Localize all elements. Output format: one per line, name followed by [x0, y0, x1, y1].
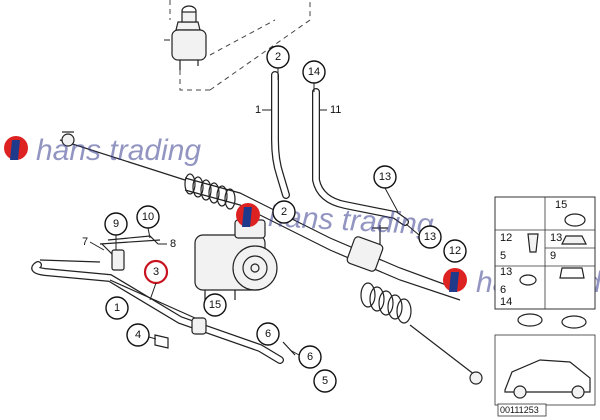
steering-rack-illustration — [59, 131, 483, 385]
oring-icon — [564, 213, 586, 227]
callout-13-right: 13 — [373, 165, 397, 189]
legend-5: 5 — [500, 250, 506, 262]
washer-icon — [519, 274, 537, 286]
callout-12: 12 — [443, 239, 467, 263]
svg-text:4: 4 — [135, 329, 141, 341]
vehicle-thumbnail — [494, 334, 596, 406]
callout-5: 5 — [313, 369, 337, 393]
svg-text:6: 6 — [307, 351, 313, 363]
bolt-icon — [527, 233, 539, 253]
svg-text:3: 3 — [153, 266, 159, 278]
legend-13: 13 — [550, 232, 562, 244]
bracket-illustration — [99, 235, 161, 271]
legend-panel: 15 12 5 13 13 6 9 14 — [494, 196, 596, 329]
hose-11-illustration — [312, 88, 409, 226]
callout-10: 10 — [136, 205, 160, 229]
svg-text:2: 2 — [281, 206, 287, 218]
callout-3-highlighted: 3 — [143, 259, 169, 285]
legend-6: 6 — [500, 284, 506, 296]
callout-1-lower: 1 — [105, 296, 129, 320]
svg-text:5: 5 — [322, 375, 328, 387]
label-8: 8 — [170, 238, 176, 250]
svg-text:9: 9 — [113, 218, 119, 230]
callout-14: 14 — [302, 60, 326, 84]
svg-text:2: 2 — [275, 51, 281, 63]
hose-clamp-icon — [517, 313, 543, 327]
svg-text:14: 14 — [308, 66, 320, 78]
svg-text:12: 12 — [449, 245, 461, 257]
pump-illustration — [194, 219, 278, 300]
legend-15: 15 — [555, 199, 567, 211]
svg-text:6: 6 — [265, 328, 271, 340]
legend-13b: 13 — [500, 266, 512, 278]
svg-text:15: 15 — [209, 299, 221, 311]
legend-12: 12 — [500, 232, 512, 244]
svg-text:1: 1 — [114, 302, 120, 314]
ring-clamp-icon — [561, 315, 587, 329]
label-11: 11 — [330, 104, 341, 116]
svg-text:13: 13 — [379, 171, 391, 183]
hose-1-illustration — [271, 71, 290, 199]
legend-14: 14 — [500, 296, 512, 308]
label-7: 7 — [82, 236, 88, 248]
callout-15: 15 — [203, 293, 227, 317]
callout-13-mid: 13 — [418, 225, 442, 249]
callout-2-top: 2 — [266, 45, 290, 69]
legend-9: 9 — [550, 250, 556, 262]
svg-text:13: 13 — [424, 231, 436, 243]
callout-6-upper: 6 — [256, 322, 280, 346]
clamp-icon — [559, 267, 585, 279]
callout-2-mid: 2 — [272, 200, 296, 224]
callout-9-left: 9 — [104, 212, 128, 236]
callout-6-lower: 6 — [298, 345, 322, 369]
callout-4: 4 — [126, 323, 150, 347]
watermark-text: hans trading — [36, 134, 201, 167]
pressure-line-illustration — [31, 259, 296, 364]
reference-number: 00111253 — [500, 405, 539, 415]
svg-text:10: 10 — [142, 211, 154, 223]
label-1: 1 — [255, 104, 261, 116]
reservoir-illustration — [164, 5, 207, 70]
watermark-top: hans trading — [4, 134, 201, 167]
nut-icon — [561, 235, 587, 245]
